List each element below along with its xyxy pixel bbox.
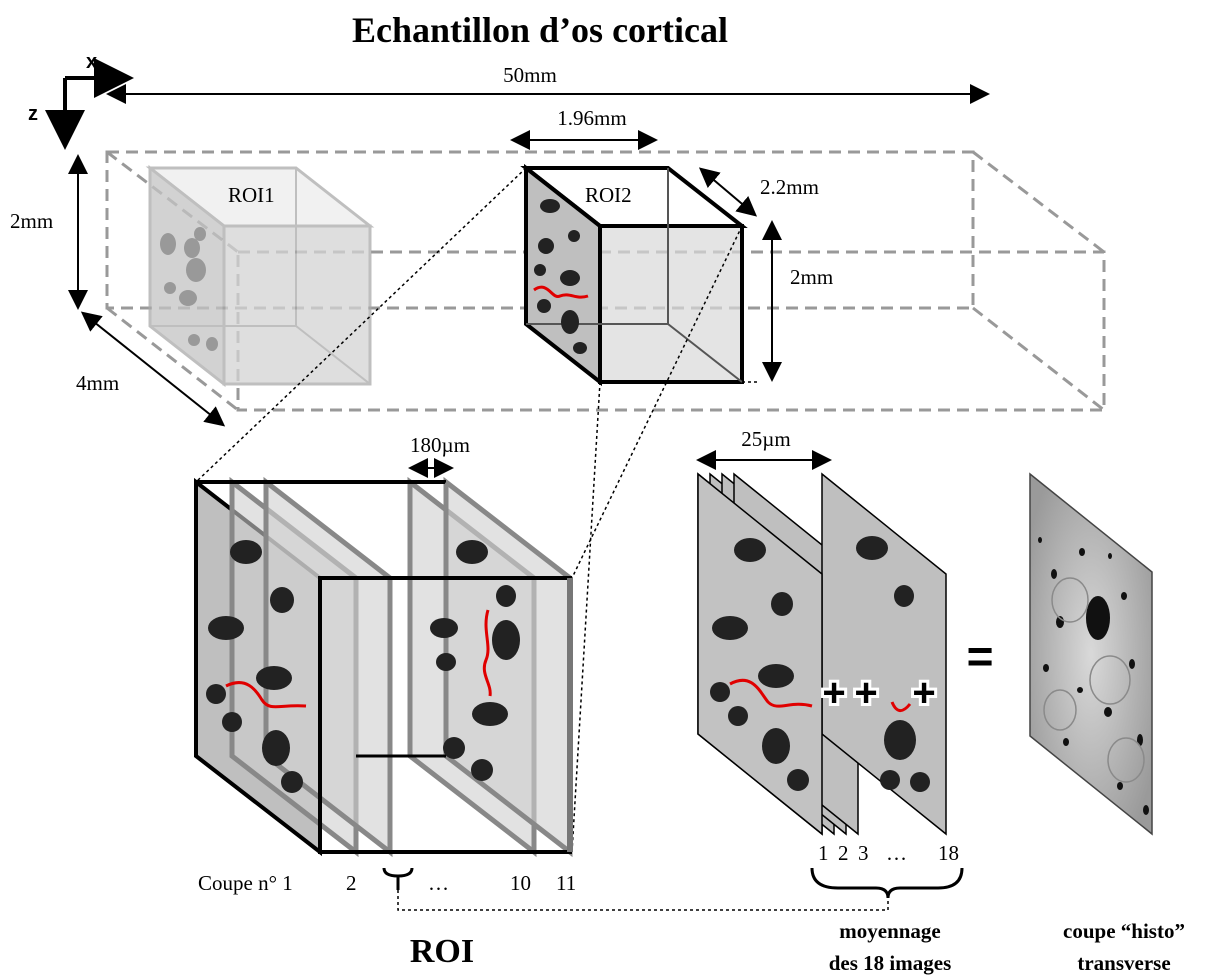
plus-sign-2: +	[854, 671, 877, 715]
roi-depth-label: 2.2mm	[760, 175, 819, 199]
roi-width-label: 1.96mm	[557, 106, 626, 130]
image-number-2: 2	[838, 841, 849, 865]
roi-caption: ROI	[410, 933, 474, 970]
image-ellipsis: …	[886, 841, 907, 865]
slice-number-10: 10	[510, 871, 531, 895]
images-brace	[810, 867, 964, 899]
histo-section-image	[1029, 472, 1153, 836]
axis-indicator: x z	[28, 51, 134, 150]
depth-label: 4mm	[76, 371, 119, 395]
histo-caption-line2: transverse	[1077, 951, 1170, 975]
bracket-connector	[397, 890, 889, 911]
image-number-3: 3	[858, 841, 869, 865]
slice-ellipsis: …	[428, 871, 449, 895]
plus-sign-1: +	[822, 671, 845, 715]
roi-slices-cube	[194, 476, 573, 858]
image-spacing-label: 25µm	[741, 427, 790, 451]
roi2-cube	[520, 163, 748, 387]
slice-spacing-label: 180µm	[410, 433, 470, 457]
plus-signs: + + +	[819, 668, 938, 718]
averaging-caption-line1: moyennage	[839, 919, 941, 943]
equals-sign: =	[967, 630, 994, 682]
roi1-cube	[145, 164, 375, 388]
axis-z-label: z	[28, 103, 38, 125]
roi2-label: ROI2	[585, 183, 632, 207]
depth-arrow	[80, 311, 226, 427]
height-label: 2mm	[10, 209, 53, 233]
roi-depth-arrow	[698, 167, 758, 217]
zoom-lines	[195, 167, 760, 853]
averaging-caption-line2: des 18 images	[829, 951, 952, 975]
image-stack	[697, 472, 947, 836]
image-number-1: 1	[818, 841, 829, 865]
roi-height-label: 2mm	[790, 265, 833, 289]
diagram-title: Echantillon d’os cortical	[352, 10, 728, 50]
length-label: 50mm	[503, 63, 557, 87]
plus-sign-3: +	[912, 671, 935, 715]
slice-number-11: 11	[556, 871, 576, 895]
histo-caption-line1: coupe “histo”	[1063, 919, 1185, 943]
slice-number-2: 2	[346, 871, 357, 895]
axis-x-label: x	[86, 51, 97, 73]
slice-number-1: Coupe n° 1	[198, 871, 293, 895]
roi1-label: ROI1	[228, 183, 275, 207]
image-number-18: 18	[938, 841, 959, 865]
slice-bracket	[382, 867, 414, 890]
